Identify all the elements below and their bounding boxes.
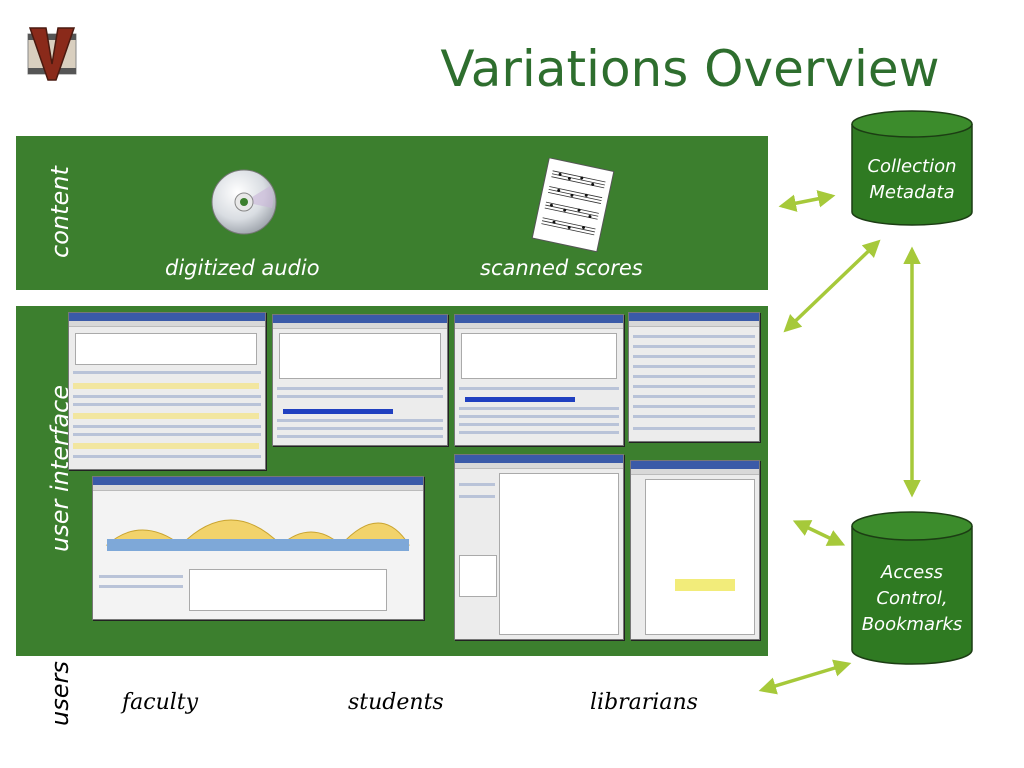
users-access-arrow	[758, 659, 852, 695]
collection-metadata-label-line1: Collection	[867, 156, 957, 177]
page-title: Variations Overview	[440, 40, 940, 98]
digitized-audio-label: digitized audio	[165, 256, 320, 280]
access-control-label-line1: Access	[881, 562, 943, 583]
metadata-editor-screenshot	[628, 312, 760, 442]
variations-logo-icon	[27, 27, 77, 81]
user-students-label: students	[348, 690, 444, 715]
ui-collection-arrow	[783, 239, 881, 333]
access-control-label-line3: Bookmarks	[861, 614, 963, 635]
cd-disc-icon	[211, 169, 277, 235]
score-viewer-screenshot	[454, 454, 624, 640]
search-window-screenshot	[68, 312, 266, 470]
audio-playlist-screenshot	[272, 314, 448, 446]
user-librarians-label: librarians	[590, 690, 698, 715]
annotated-score-screenshot	[630, 460, 760, 640]
score-playlist-screenshot	[454, 314, 624, 446]
access-control-database-icon	[851, 511, 973, 665]
scanned-scores-label: scanned scores	[480, 256, 643, 280]
scanned-score-icon	[531, 158, 615, 252]
collection-metadata-label-line2: Metadata	[869, 182, 955, 203]
collection-metadata-database-icon	[851, 110, 973, 226]
timeliner-screenshot	[92, 476, 424, 620]
access-control-label-line2: Control,	[876, 588, 948, 609]
content-collection-arrow	[778, 190, 836, 212]
user-faculty-label: faculty	[122, 690, 199, 715]
ui-access-arrow	[792, 520, 846, 546]
content-band	[16, 136, 768, 290]
